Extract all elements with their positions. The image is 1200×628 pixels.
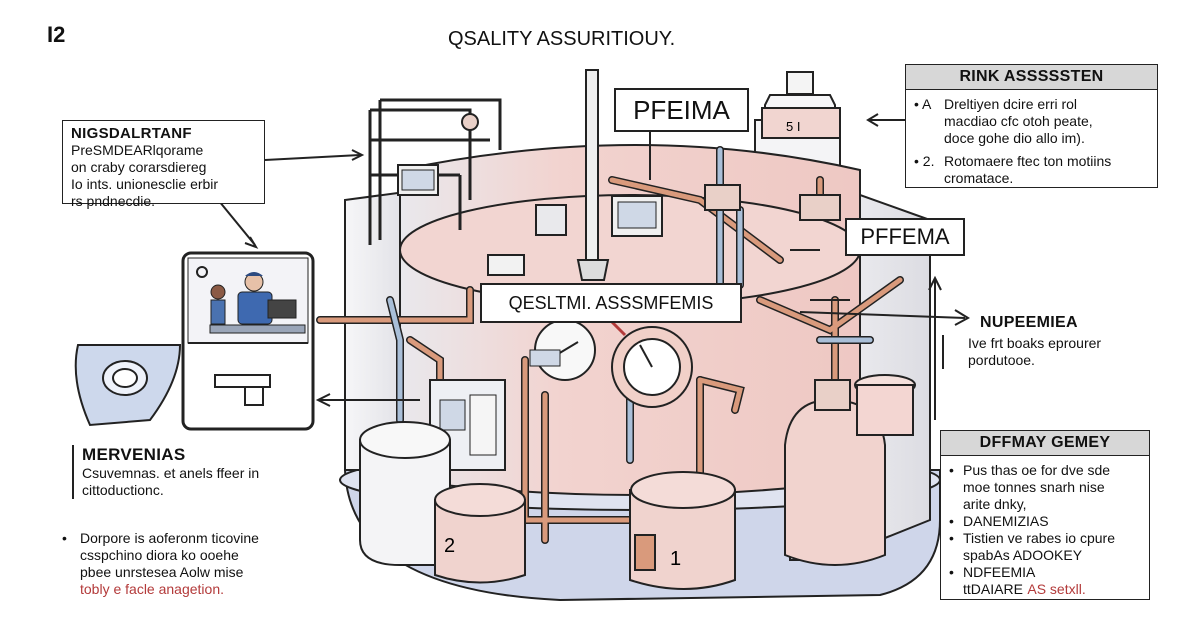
rb-bullet-7: •: [949, 564, 954, 580]
left-valve: [74, 344, 182, 427]
left-bottom-highlight: tobly e facle anagetion.: [80, 581, 224, 597]
rb-line-7: NDFEEMIA: [963, 564, 1036, 580]
pffema-label-text: PFFEMA: [860, 224, 950, 249]
left-info-line-3: Io ints. unionesclie erbir: [71, 176, 219, 192]
tank-1-label: 1: [670, 548, 681, 570]
pfeima-label-text: PFEIMA: [633, 94, 730, 125]
right-top-box: RINK ASSSSSTEN • A Dreltiyen dcire erri …: [905, 64, 1158, 188]
tank-2-label: 2: [444, 535, 455, 557]
lower-left-tank: [359, 421, 451, 566]
right-bottom-title-bar: DFFMAY GEMEY: [941, 431, 1149, 456]
tank-2: [434, 483, 526, 584]
rb-line-1: Pus thas oe for dve sde: [963, 462, 1111, 478]
left-mid-title: MERVENIAS: [82, 445, 186, 464]
right-top-item-2-line-2: cromatace.: [944, 170, 1014, 186]
rb-bullet-4: •: [949, 513, 954, 529]
rb-line-2: moe tonnes snarh nise: [963, 479, 1105, 495]
pfeima-label: PFEIMA: [614, 88, 749, 132]
right-top-item-1-num: • A: [914, 96, 932, 112]
rb-bullet-5: •: [949, 530, 954, 546]
right-mid-title: NUPEEMIEA: [980, 314, 1078, 331]
right-bottom-box: DFFMAY GEMEY • Pus thas oe for dve sde mo…: [940, 430, 1150, 600]
pffema-label: PFFEMA: [845, 218, 965, 256]
worker-monitor-panel: [181, 251, 315, 431]
left-bottom-bullet: •: [62, 530, 67, 546]
rb-line-4: DANEMIZIAS: [963, 513, 1049, 529]
left-info-title: NIGSDALRTANF: [71, 125, 192, 142]
right-mid-line-1: Ive frt boaks eprourer: [968, 335, 1102, 351]
left-mid-block: MERVENIAS Csuvemnas. et anels ffeer in c…: [72, 445, 292, 499]
rb-line-5: Tistien ve rabes io cpure: [963, 530, 1115, 546]
right-top-item-1-line-2: macdiao cfc otoh peate,: [944, 113, 1093, 129]
rb-line-6: spabAs ADOOKEY: [963, 547, 1083, 563]
left-info-box: NIGSDALRTANF PreSMDEARlqorame on craby c…: [62, 120, 265, 209]
left-bottom-line-2: csspchino diora ko ooehe: [80, 547, 239, 563]
central-pole: [576, 69, 610, 281]
top-bottle-tank: [761, 71, 841, 139]
rb-line-3: arite dnky,: [963, 496, 1027, 512]
left-mid-line-2: cittoductionc.: [82, 482, 164, 498]
gauge-right: [608, 318, 693, 408]
diagram-title: QSALITY ASSURITIOUY.: [448, 28, 676, 50]
logo: I2: [47, 22, 66, 47]
right-top-item-1-line-3: doce gohe dio allo im).: [944, 130, 1085, 146]
center-assessment-label: QESLTMI. ASSSMFEMIS: [480, 283, 742, 323]
center-assessment-text: QESLTMI. ASSSMFEMIS: [508, 292, 714, 313]
right-mid-line-2: pordutooe.: [968, 352, 1035, 368]
connector-arrows: [209, 113, 971, 420]
right-dome-tank: [784, 374, 916, 566]
right-top-item-2-num: • 2.: [914, 153, 935, 169]
right-bottom-title: DFFMAY GEMEY: [979, 434, 1111, 451]
rb-highlight-prefix: ttDAIARE: [963, 581, 1023, 597]
right-mid-block: NUPEEMIEA Ive frt boaks eprourer porduto…: [942, 313, 1170, 369]
left-info-line-2: on craby corarsdiereg: [71, 159, 207, 175]
top-tank-label: 5 I: [786, 119, 800, 134]
left-bottom-line-3: pbee unrstesea Aolw mise: [80, 564, 244, 580]
right-top-title-bar: RINK ASSSSSTEN: [906, 65, 1157, 90]
right-top-item-1-line-1: Dreltiyen dcire erri rol: [944, 96, 1078, 112]
rb-bullet-1: •: [949, 462, 954, 478]
left-info-line-4: rs pndnecdie.: [71, 193, 156, 209]
rb-highlight-suffix: AS setxll.: [1027, 581, 1086, 597]
control-box: [429, 379, 506, 471]
gauge-left: [529, 319, 596, 381]
tank-1: [629, 471, 736, 590]
left-mid-line-1: Csuvemnas. et anels ffeer in: [82, 465, 260, 481]
right-top-item-2-line-1: Rotomaere ftec ton motiins: [944, 153, 1112, 169]
top-equipment: [397, 113, 841, 276]
right-top-title: RINK ASSSSSTEN: [959, 68, 1104, 85]
left-bottom-block: • Dorpore is aoferonm ticovine csspchino…: [62, 530, 302, 598]
left-info-line-1: PreSMDEARlqorame: [71, 142, 204, 158]
left-bottom-line-1: Dorpore is aoferonm ticovine: [80, 530, 259, 546]
